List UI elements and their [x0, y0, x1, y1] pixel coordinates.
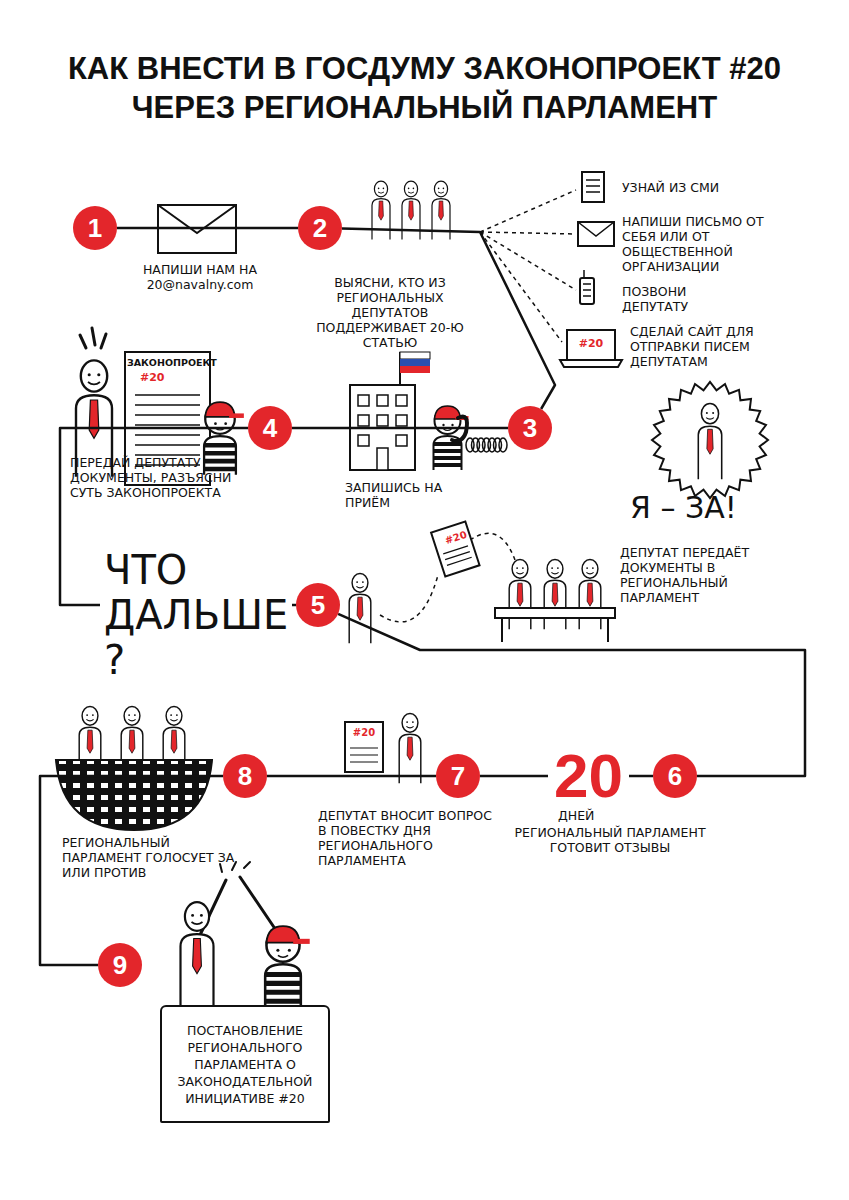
- step-circle: 8: [223, 754, 267, 798]
- label: НАПИШИ ПИСЬМО ОТ СЕБЯ ИЛИ ОТ ОБЩЕСТВЕННО…: [622, 214, 772, 274]
- connector-line: [267, 775, 436, 778]
- step-circle: 9: [98, 943, 142, 987]
- label: РЕГИОНАЛЬНЫЙ ПАРЛАМЕНТ ГОТОВИТ ОТЗЫВЫ: [510, 825, 710, 855]
- callout-number: 2: [313, 213, 327, 244]
- step-circle: 4: [248, 406, 292, 450]
- label: #20: [346, 727, 382, 739]
- document-text: ПОСТАНОВЛЕНИЕ РЕГИОНАЛЬНОГО ПАРЛАМЕНТА О…: [172, 1023, 318, 1107]
- label: ЗАПИШИСЬ НА ПРИЁМ: [345, 480, 455, 510]
- connector-line: [117, 227, 298, 230]
- label: ВЫЯСНИ, КТО ИЗ РЕГИОНАЛЬНЫХ ДЕПУТАТОВ ПО…: [300, 275, 480, 350]
- callout-number: 6: [668, 761, 682, 792]
- callout-number: 8: [238, 761, 252, 792]
- label: УЗНАЙ ИЗ СМИ: [622, 180, 782, 195]
- callout-number: 4: [263, 413, 277, 444]
- label: #20: [140, 371, 180, 384]
- label: ЧТО ДАЛЬШЕ ?: [100, 548, 292, 682]
- step-circle: 6: [653, 754, 697, 798]
- label: НАПИШИ НАМ НА 20@navalny.com: [110, 262, 290, 292]
- step-circle: 2: [298, 206, 342, 250]
- document-box: ПОСТАНОВЛЕНИЕ РЕГИОНАЛЬНОГО ПАРЛАМЕНТА О…: [160, 1005, 330, 1123]
- connector-line: [292, 427, 508, 430]
- step-circle: 3: [508, 406, 552, 450]
- label: ДЕПУТАТ ВНОСИТ ВОПРОС В ПОВЕСТКУ ДНЯ РЕГ…: [318, 808, 503, 868]
- phone-cord: [499, 438, 507, 452]
- label: СДЕЛАЙ САЙТ ДЛЯ ОТПРАВКИ ПИСЕМ ДЕПУТАТАМ: [630, 324, 790, 369]
- label: ЗАКОНОПРОЕКТ: [127, 357, 208, 368]
- label: Я – ЗА!: [630, 490, 790, 526]
- step-circle: 5: [296, 583, 340, 627]
- callout-number: 5: [311, 590, 325, 621]
- callout-number: 3: [523, 413, 537, 444]
- step-circle: 7: [436, 754, 480, 798]
- label: ДЕПУТАТ ПЕРЕДАЁТ ДОКУМЕНТЫ В РЕГИОНАЛЬНЫ…: [620, 545, 785, 605]
- label: ПЕРЕДАЙ ДЕПУТАТУ ДОКУМЕНТЫ, РАЗЪЯСНИ СУТ…: [70, 455, 265, 500]
- callout-number: 9: [113, 950, 127, 981]
- sunburst: [652, 382, 768, 498]
- label: ДНЕЙ: [558, 808, 638, 823]
- callout-number: 7: [451, 761, 465, 792]
- label: ПОЗВОНИ ДЕПУТАТУ: [622, 284, 752, 314]
- label: #20: [569, 337, 613, 350]
- callout-number: 1: [88, 213, 102, 244]
- title: КАК ВНЕСТИ В ГОСДУМУ ЗАКОНОПРОЕКТ #20 ЧЕ…: [30, 50, 819, 128]
- label: РЕГИОНАЛЬНЫЙ ПАРЛАМЕНТ ГОЛОСУЕТ ЗА ИЛИ П…: [62, 835, 237, 880]
- step-circle: 1: [73, 206, 117, 250]
- label: 20: [548, 745, 629, 807]
